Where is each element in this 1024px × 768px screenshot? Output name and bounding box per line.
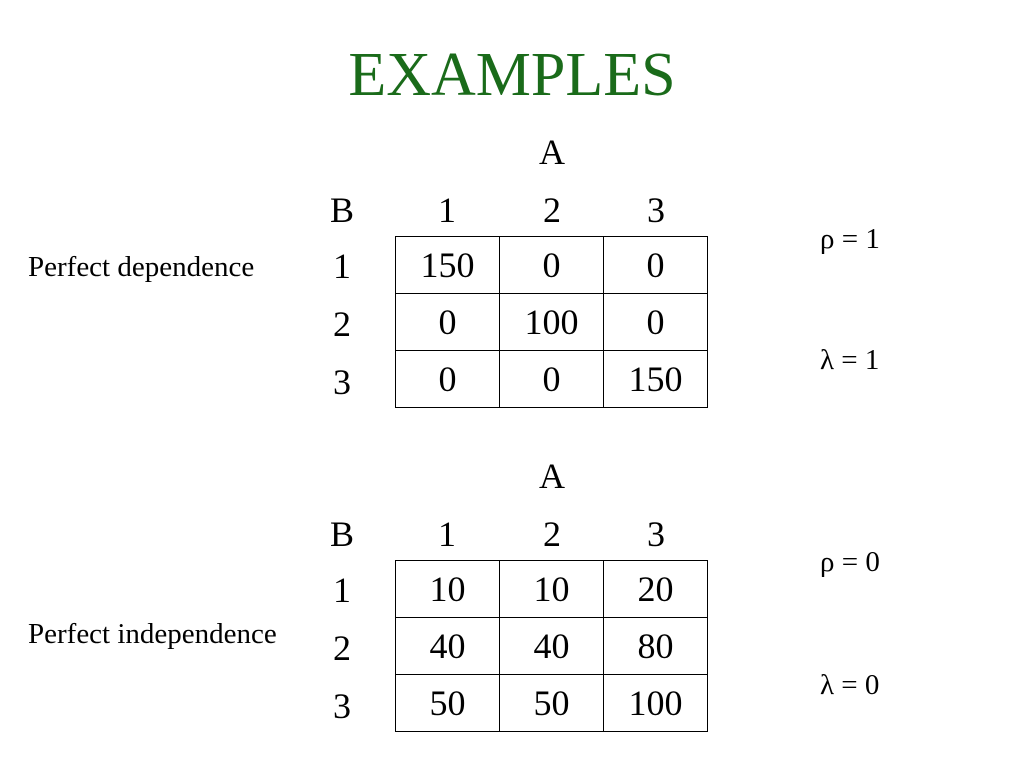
- table-cell: 150: [603, 350, 708, 408]
- table-cell: 0: [603, 236, 708, 294]
- row-header: 2: [333, 628, 351, 668]
- row-header: 1: [333, 570, 351, 610]
- table-cell: 0: [499, 350, 604, 408]
- table-row: 150 0 0: [395, 236, 708, 294]
- table-cell: 0: [499, 236, 604, 294]
- table-cell: 150: [395, 236, 500, 294]
- slide-title: EXAMPLES: [348, 41, 676, 109]
- table-cell: 40: [499, 617, 604, 675]
- column-header: 1: [438, 514, 456, 554]
- row-variable-label: B: [329, 190, 354, 230]
- row-variable-label: B: [329, 514, 354, 554]
- table-row: 0 100 0: [395, 293, 708, 351]
- table-cell: 40: [395, 617, 500, 675]
- rho-statistic: ρ = 0: [820, 546, 880, 578]
- row-header: 3: [333, 686, 351, 726]
- lambda-statistic: λ = 0: [820, 669, 880, 701]
- rho-statistic: ρ = 1: [820, 223, 880, 255]
- table-cell: 80: [603, 617, 708, 675]
- table-row: 10 10 20: [395, 560, 708, 618]
- column-variable-label: A: [539, 456, 565, 496]
- table-row: 40 40 80: [395, 617, 708, 675]
- table-cell: 100: [499, 293, 604, 351]
- table-cell: 50: [395, 674, 500, 732]
- table-row: 0 0 150: [395, 350, 708, 408]
- table-cell: 20: [603, 560, 708, 618]
- column-header: 2: [543, 190, 561, 230]
- table-cell: 10: [499, 560, 604, 618]
- table-cell: 50: [499, 674, 604, 732]
- frequency-grid: 150 0 0 0 100 0 0 0 150: [395, 236, 708, 408]
- row-header: 2: [333, 304, 351, 344]
- row-header: 3: [333, 362, 351, 402]
- table-description: Perfect dependence: [28, 251, 255, 283]
- lambda-statistic: λ = 1: [820, 344, 880, 376]
- table-cell: 0: [395, 293, 500, 351]
- column-header: 2: [543, 514, 561, 554]
- table-description: Perfect independence: [28, 618, 277, 650]
- table-cell: 0: [395, 350, 500, 408]
- table-cell: 10: [395, 560, 500, 618]
- table-cell: 0: [603, 293, 708, 351]
- frequency-grid: 10 10 20 40 40 80 50 50 100: [395, 560, 708, 732]
- column-header: 3: [647, 514, 665, 554]
- row-header: 1: [333, 246, 351, 286]
- table-cell: 100: [603, 674, 708, 732]
- column-header: 1: [438, 190, 456, 230]
- column-header: 3: [647, 190, 665, 230]
- column-variable-label: A: [539, 132, 565, 172]
- table-row: 50 50 100: [395, 674, 708, 732]
